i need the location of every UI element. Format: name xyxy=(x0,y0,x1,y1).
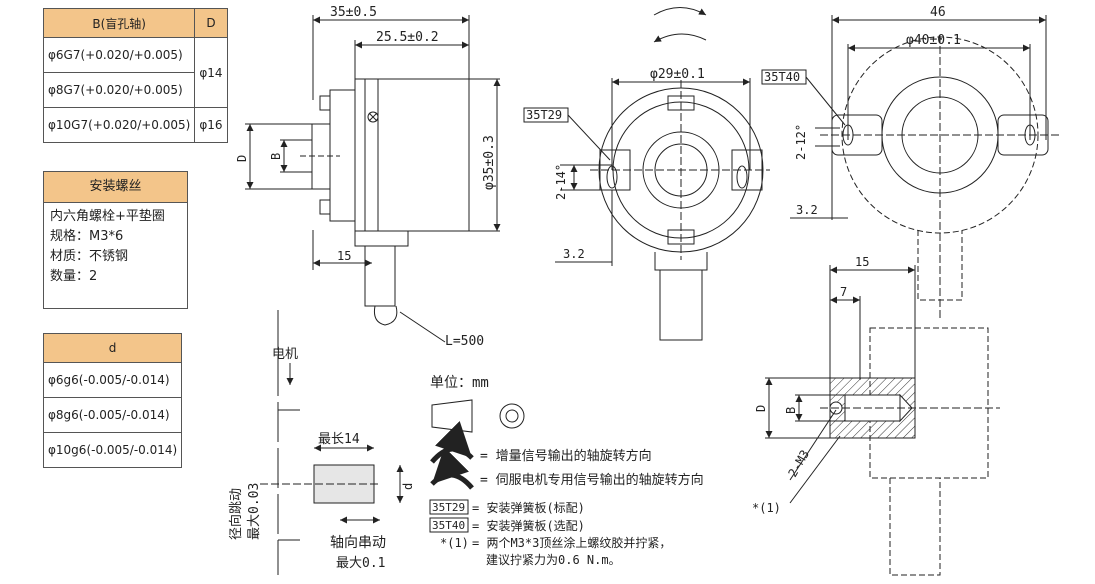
label-B: B xyxy=(269,153,283,160)
axial-label: 轴向串动 xyxy=(330,535,386,551)
right-dim-diameter: φ40±0.1 xyxy=(906,33,961,48)
section-dim-15: 15 xyxy=(855,255,869,269)
legend-t40-tag: 35T40 xyxy=(432,519,465,532)
screw-line: 规格：M3*6 xyxy=(50,229,124,244)
right-slot: 3.2 xyxy=(796,203,818,217)
front-view: φ29±0.1 35T29 2-14° 3.2 xyxy=(523,7,770,341)
dim-total: 35±0.5 xyxy=(330,5,377,20)
section-dim-7: 7 xyxy=(840,285,847,299)
legend-cw: = 增量信号输出的轴旋转方向 xyxy=(480,448,652,464)
right-dim-width: 46 xyxy=(930,5,946,20)
unit-label: 单位：mm xyxy=(430,375,489,391)
legend: 单位：mm = 增量信号输出的轴旋转方向 = 伺服电机专用信号输出的轴旋转方向 … xyxy=(429,375,704,567)
section-label-B: B xyxy=(784,407,798,414)
screw-info-box: 安装螺丝 内六角螺栓+平垫圈 规格：M3*6 材质：不锈钢 数量：2 xyxy=(43,171,188,309)
axial-value: 最大0.1 xyxy=(336,556,385,571)
legend-note-tag: *(1) xyxy=(440,536,469,550)
runout-label: 径向跳动 xyxy=(228,488,244,540)
screw-line: 数量：2 xyxy=(50,269,98,284)
front-slot: 3.2 xyxy=(563,247,585,261)
motor-detail: 电机 最长14 d 轴向串动 最大0.1 径向跳动 最大0.03 xyxy=(228,310,415,575)
dim-diameter: φ35±0.3 xyxy=(482,135,497,190)
front-angle: 2-14° xyxy=(554,164,568,200)
side-view: 35±0.5 25.5±0.2 L=500 15 φ35±0.3 D xyxy=(235,5,501,349)
section-label-D: D xyxy=(754,405,768,412)
table-cell: φ14 xyxy=(194,37,228,108)
d-size-table: d φ6g6(-0.005/-0.014) φ8g6(-0.005/-0.014… xyxy=(42,333,183,468)
right-view: 46 φ40±0.1 35T40 2-12° 3.2 xyxy=(761,5,1060,320)
motor-label: 电机 xyxy=(272,347,298,362)
screw-line: 材质：不锈钢 xyxy=(50,249,129,264)
right-plate-tag: 35T40 xyxy=(764,70,800,84)
screw-line: 内六角螺栓+平垫圈 xyxy=(50,209,165,224)
table-cell: φ10G7(+0.020/+0.005) xyxy=(42,107,196,143)
cable-length: L=500 xyxy=(445,334,484,349)
max-length: 最长14 xyxy=(318,432,360,447)
table-header-d-small: d xyxy=(42,333,183,363)
front-dim-diameter: φ29±0.1 xyxy=(650,67,705,82)
runout-value: 最大0.03 xyxy=(247,483,262,540)
legend-note1: = 两个M3*3顶丝涂上螺纹胶并拧紧， xyxy=(472,535,671,550)
table-cell: φ10g6(-0.005/-0.014) xyxy=(42,432,183,468)
right-angle: 2-12° xyxy=(794,124,808,160)
label-D: D xyxy=(235,155,249,162)
section-note-ref: *(1) xyxy=(752,501,781,515)
table-cell: φ16 xyxy=(194,107,228,143)
dim-cable: 15 xyxy=(337,249,351,263)
front-plate-tag: 35T29 xyxy=(526,108,562,122)
label-d: d xyxy=(401,483,415,490)
legend-t40: = 安装弹簧板(选配) xyxy=(472,518,585,533)
section-screw: 2-M3 xyxy=(785,447,812,479)
legend-t29-tag: 35T29 xyxy=(432,501,465,514)
screw-box-title: 安装螺丝 xyxy=(44,172,187,203)
table-cell: φ8G7(+0.020/+0.005) xyxy=(42,72,196,108)
legend-ccw: = 伺服电机专用信号输出的轴旋转方向 xyxy=(480,472,704,488)
legend-t29: = 安装弹簧板(标配) xyxy=(472,500,585,515)
table-cell: φ8g6(-0.005/-0.014) xyxy=(42,397,183,433)
table-header-b: B(盲孔轴) xyxy=(42,8,196,38)
b-size-table: B(盲孔轴) D φ6G7(+0.020/+0.005) φ14 φ8G7(+0… xyxy=(42,8,228,143)
dim-body: 25.5±0.2 xyxy=(376,30,439,45)
legend-note2: 建议拧紧力为0.6 N.m。 xyxy=(486,553,621,567)
section-view: 15 7 D B 2-M3 *(1) xyxy=(752,255,1000,576)
